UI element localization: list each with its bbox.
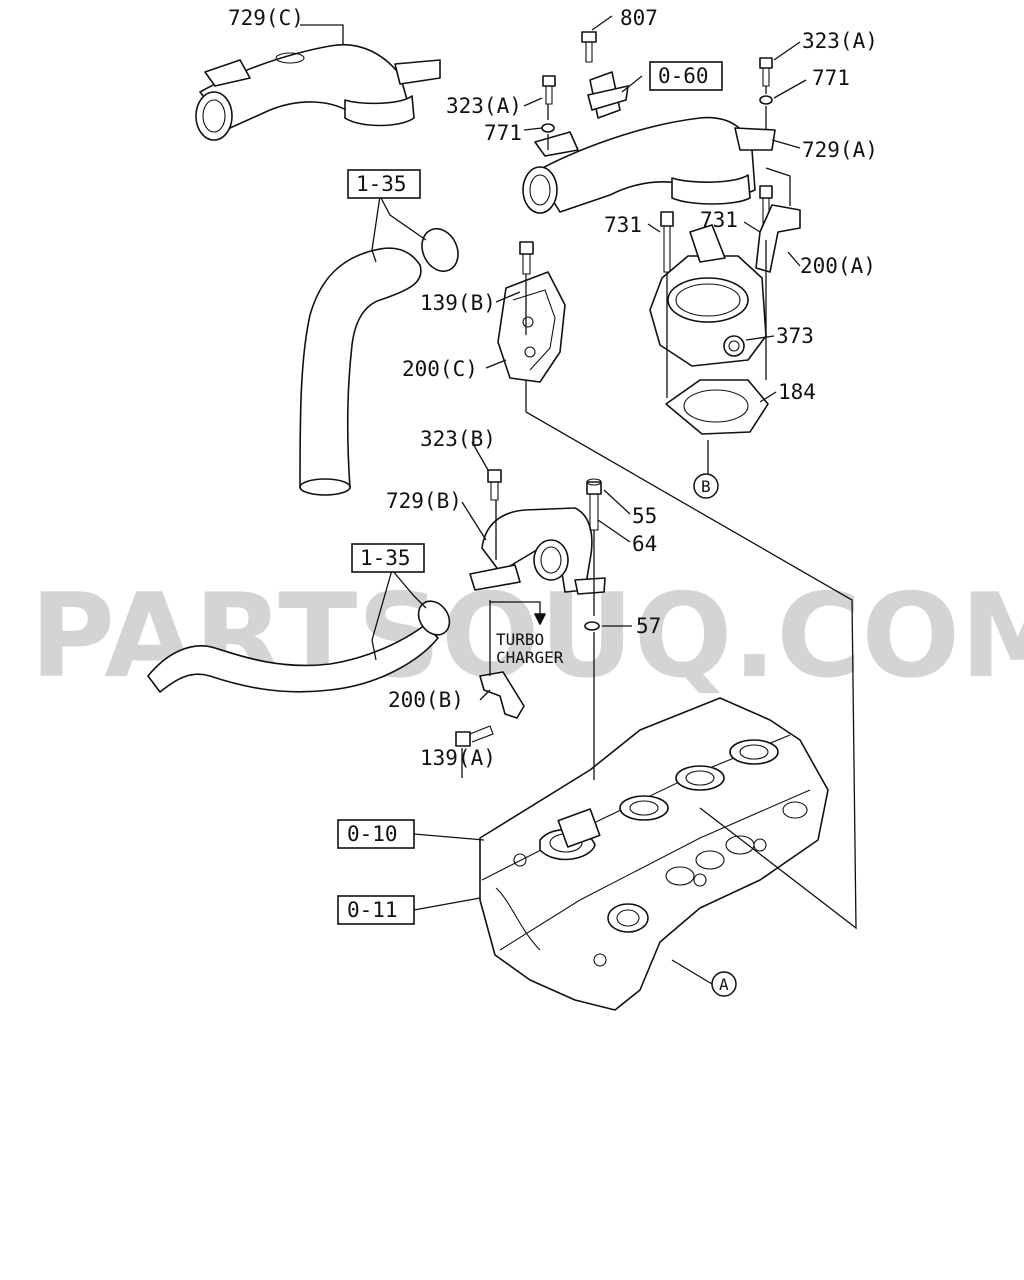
label-0-11: 0-11 <box>347 898 398 922</box>
label-184: 184 <box>778 380 816 404</box>
label-731-right: 731 <box>700 208 738 232</box>
label-200c: 200(C) <box>402 357 478 381</box>
nut-55[interactable] <box>586 478 602 495</box>
label-731-left: 731 <box>604 213 642 237</box>
label-callout-b: B <box>701 477 711 496</box>
washer-771-left[interactable] <box>541 123 555 133</box>
label-373: 373 <box>776 324 814 348</box>
stud-64[interactable] <box>589 494 599 531</box>
label-771-right: 771 <box>812 66 850 90</box>
bolt-139b[interactable] <box>519 241 534 275</box>
ref-box-0-11[interactable] <box>337 895 415 925</box>
gasket-184[interactable] <box>665 379 769 435</box>
label-200a: 200(A) <box>800 254 876 278</box>
ref-box-0-60[interactable] <box>649 61 723 91</box>
label-323b: 323(B) <box>420 427 496 451</box>
bolt-323a-right[interactable] <box>759 57 773 87</box>
callout-b-circle <box>693 473 719 499</box>
throttle-body-373[interactable] <box>649 224 767 367</box>
pipe-729b[interactable] <box>469 507 606 595</box>
label-0-60: 0-60 <box>658 64 709 88</box>
label-charger: CHARGER <box>496 648 564 667</box>
hose-top[interactable] <box>299 223 465 496</box>
label-771-left: 771 <box>484 121 522 145</box>
leader-lines <box>300 15 857 985</box>
bracket-200b[interactable] <box>479 671 525 719</box>
bolt-731-left[interactable] <box>660 211 674 273</box>
label-callout-a: A <box>719 975 729 994</box>
ref-box-1-35-top[interactable] <box>347 169 421 199</box>
pipe-729c[interactable] <box>195 43 441 141</box>
bolt-323a-left[interactable] <box>542 75 556 105</box>
watermark-text: PARTSOUQ.COM <box>30 569 1024 704</box>
turbo-arrow <box>505 601 546 625</box>
label-0-10: 0-10 <box>347 822 398 846</box>
label-1-35-top: 1-35 <box>356 172 407 196</box>
label-139a: 139(A) <box>420 746 496 770</box>
bracket-200c[interactable] <box>497 271 566 383</box>
washer-57[interactable] <box>584 621 600 631</box>
label-55: 55 <box>632 504 657 528</box>
label-323a-right: 323(A) <box>802 29 878 53</box>
label-57: 57 <box>636 614 661 638</box>
ref-box-1-35-middle[interactable] <box>351 543 425 573</box>
label-139b: 139(B) <box>420 291 496 315</box>
label-64: 64 <box>632 532 657 556</box>
cylinder-head[interactable] <box>479 697 829 1011</box>
ref-box-0-10[interactable] <box>337 819 415 849</box>
label-323a-left: 323(A) <box>446 94 522 118</box>
label-807: 807 <box>620 6 658 30</box>
label-200b: 200(B) <box>388 688 464 712</box>
bolt-139a[interactable] <box>455 725 494 747</box>
label-729a: 729(A) <box>802 138 878 162</box>
washer-771-right[interactable] <box>759 95 773 105</box>
label-1-35-middle: 1-35 <box>360 546 411 570</box>
callout-a-circle <box>711 971 737 997</box>
bolt-807[interactable] <box>581 31 597 63</box>
pipe-729a[interactable] <box>522 71 776 214</box>
label-turbo: TURBO <box>496 630 544 649</box>
label-729b: 729(B) <box>386 489 462 513</box>
bracket-200a[interactable] <box>755 204 801 273</box>
hose-middle[interactable] <box>147 595 456 693</box>
bolt-323b[interactable] <box>487 469 502 501</box>
label-729c: 729(C) <box>228 6 304 30</box>
